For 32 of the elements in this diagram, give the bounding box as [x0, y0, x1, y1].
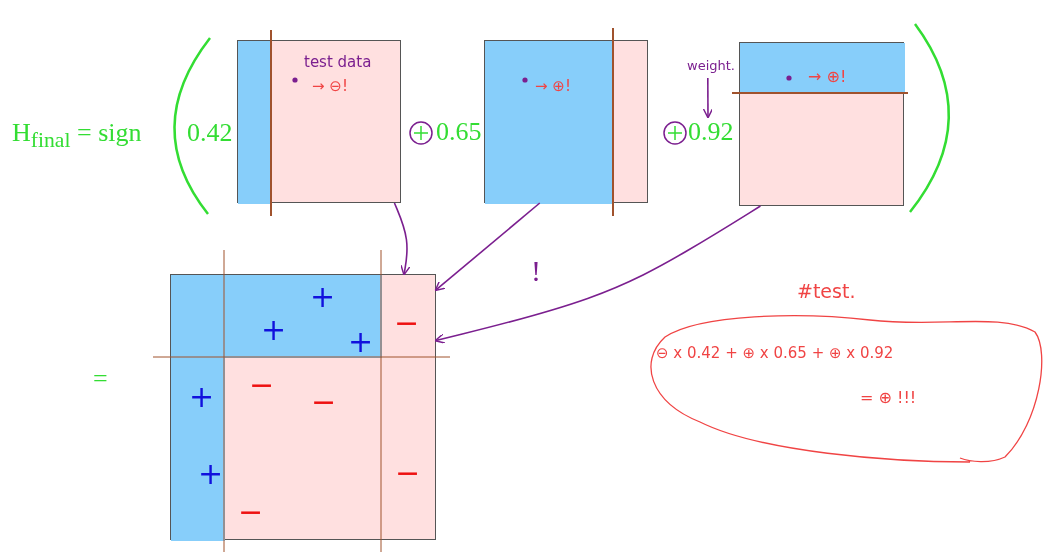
- formula-text: H$_{final}$ = sign: [12, 118, 142, 154]
- classifier-panel: [739, 42, 904, 206]
- equals-sign: =: [93, 364, 108, 394]
- arrow: [393, 202, 411, 276]
- arrow: [702, 77, 714, 119]
- weight-value: 0.65: [436, 117, 482, 147]
- prediction-text: → ⊕!: [535, 77, 571, 95]
- arrow: [434, 202, 541, 292]
- prediction-text: → ⊕!: [808, 67, 847, 86]
- note-heading: #test.: [797, 280, 856, 302]
- handwritten-note: test data: [304, 53, 372, 71]
- plus-sign: +: [310, 282, 336, 312]
- minus-sign: −: [394, 308, 420, 338]
- minus-sign: −: [311, 387, 337, 417]
- classifier-panel: [484, 40, 648, 203]
- classifier-panel: [237, 40, 401, 203]
- weight-value: 0.42: [187, 118, 233, 148]
- arrow: [434, 205, 762, 344]
- handwritten-formula: ⊖ x 0.42 + ⊕ x 0.65 + ⊕ x 0.92: [656, 344, 894, 362]
- plus-sign: +: [189, 382, 215, 412]
- weight-value: 0.92: [688, 117, 734, 147]
- plus-sign: +: [261, 315, 287, 345]
- prediction-text: → ⊖!: [312, 77, 348, 95]
- minus-sign: −: [238, 497, 264, 527]
- plus-sign: +: [198, 459, 224, 489]
- minus-sign: −: [249, 370, 275, 400]
- handwritten-result: = ⊕ !!!: [860, 388, 917, 407]
- minus-sign: −: [395, 458, 421, 488]
- plus-sign: +: [348, 327, 374, 357]
- classifier-panel: [170, 274, 436, 540]
- handwritten-note: weight.: [687, 58, 735, 73]
- exclamation-mark: !: [531, 254, 541, 288]
